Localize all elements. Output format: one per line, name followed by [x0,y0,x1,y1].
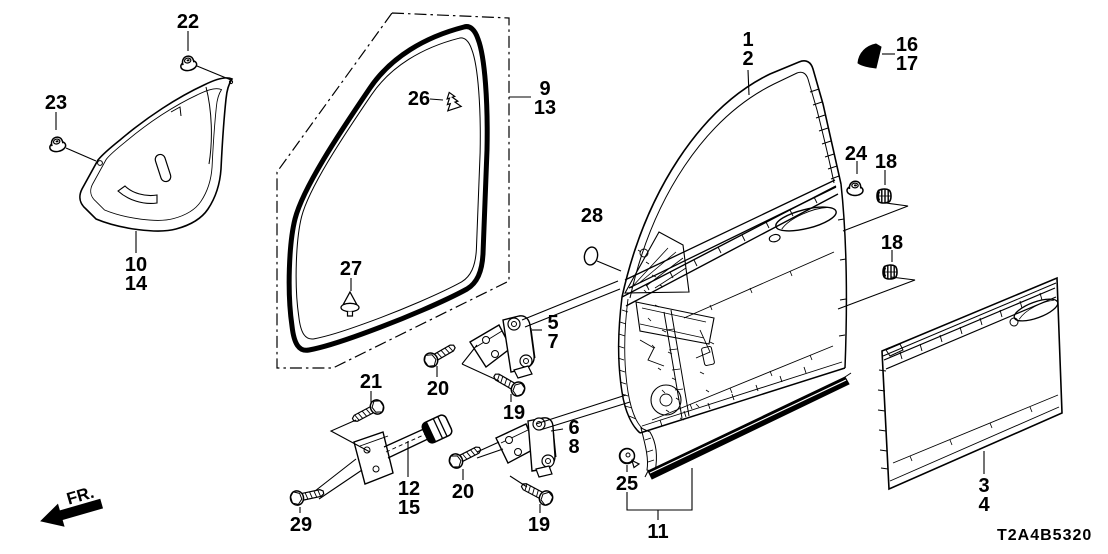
clip-26-drawing[interactable] [443,90,463,112]
grommet-23-drawing[interactable] [47,134,68,154]
part-label-12[interactable]: 12 [397,478,421,500]
fr-direction-badge: FR. [40,483,104,527]
diagram-code: T2A4B5320 [997,527,1093,544]
lower-hinge-drawing[interactable] [495,417,557,478]
part-label-4[interactable]: 4 [978,494,990,516]
clip-25-drawing[interactable] [618,447,641,469]
part-label-16[interactable]: 16 [895,34,919,56]
part-label-5[interactable]: 5 [547,312,559,334]
bolt-20b-drawing[interactable] [446,441,485,472]
part-label-18b[interactable]: 18 [880,232,904,254]
part-label-25[interactable]: 25 [615,473,639,495]
part-label-11[interactable]: 11 [647,521,669,543]
part-label-2[interactable]: 2 [742,48,754,70]
corner-piece-16-17-drawing[interactable] [857,43,882,69]
door-panel-drawing[interactable] [617,60,848,473]
bolt-19b-drawing[interactable] [518,478,556,509]
part-label-1[interactable]: 1 [742,29,754,51]
part-label-3[interactable]: 3 [978,475,990,497]
part-label-20b[interactable]: 20 [451,481,475,503]
part-label-6[interactable]: 6 [568,417,580,439]
belt-molding-drawing[interactable] [644,372,852,480]
part-label-26[interactable]: 26 [407,88,431,110]
bolt-21-drawing[interactable] [349,396,387,427]
clip-27-drawing[interactable] [340,290,360,317]
part-label-21[interactable]: 21 [359,371,383,393]
part-label-24[interactable]: 24 [844,143,868,165]
fr-arrow-icon [40,498,104,527]
grommet-28-drawing[interactable] [583,246,599,266]
plug-18a-drawing[interactable] [876,188,892,204]
part-label-17[interactable]: 17 [895,53,919,75]
plug-18b-drawing[interactable] [882,264,898,280]
grommet-22-drawing[interactable] [178,53,199,73]
part-label-19b[interactable]: 19 [527,514,551,536]
part-label-18a[interactable]: 18 [874,151,898,173]
door-handle-recess [768,206,837,243]
bolt-29-drawing[interactable] [288,484,326,508]
part-label-13[interactable]: 13 [533,97,557,119]
leader-lines [55,31,985,520]
part-label-14[interactable]: 14 [124,273,148,295]
bolt-20a-drawing[interactable] [421,339,459,371]
part-label-8[interactable]: 8 [568,436,580,458]
part-label-7[interactable]: 7 [547,331,559,353]
part-label-20a[interactable]: 20 [426,378,450,400]
upper-hinge-drawing[interactable] [469,315,536,379]
grommet-24-drawing[interactable] [846,180,864,197]
part-label-23[interactable]: 23 [44,92,68,114]
part-label-19a[interactable]: 19 [502,402,526,424]
part-label-27[interactable]: 27 [339,258,363,280]
part-label-9[interactable]: 9 [539,78,551,100]
door-checker-drawing[interactable] [353,414,453,485]
part-label-29[interactable]: 29 [289,514,313,536]
phantom-outline [276,12,510,369]
weatherstrip-drawing[interactable] [276,12,510,369]
part-label-28[interactable]: 28 [580,205,604,227]
part-label-10[interactable]: 10 [124,254,148,276]
corner-trim-panel-drawing[interactable] [79,77,234,232]
part-label-22[interactable]: 22 [176,11,200,33]
door-skin-panel-drawing[interactable] [877,276,1063,491]
part-label-15[interactable]: 15 [397,497,421,519]
